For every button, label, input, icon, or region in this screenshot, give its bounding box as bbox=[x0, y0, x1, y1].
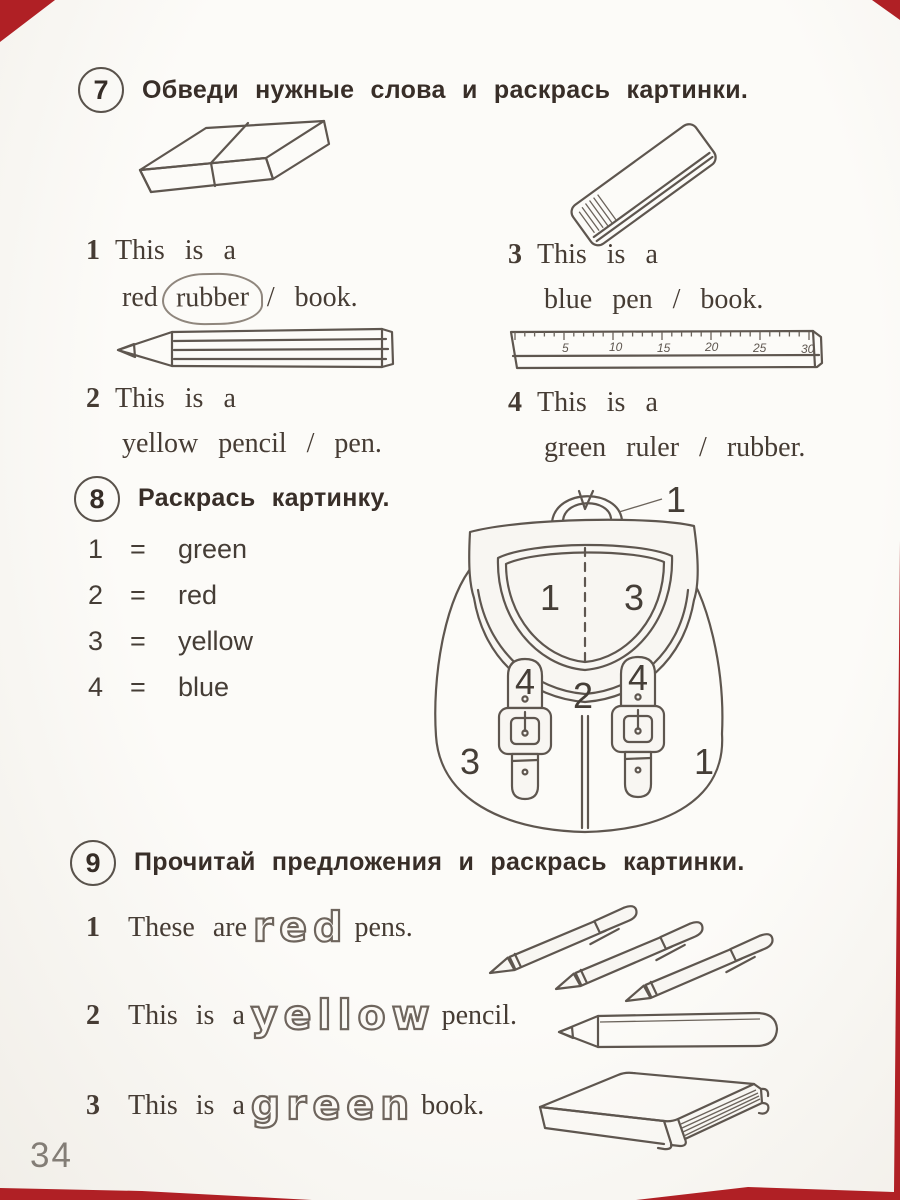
legend-number: 3 bbox=[88, 626, 104, 656]
legend-row-1: 1 = green bbox=[88, 534, 253, 565]
backpack-handle-label: 1 bbox=[666, 479, 686, 520]
item-1-pre: red bbox=[122, 282, 158, 314]
backpack-body-right-number: 1 bbox=[694, 741, 714, 782]
exercise8-title: Раскрась картинку. bbox=[138, 484, 390, 512]
ruler-number: 20 bbox=[704, 340, 719, 354]
exercise9-title: Прочитай предложения и раскрась картинки… bbox=[134, 848, 745, 876]
item-3-number: 3 bbox=[508, 239, 522, 270]
exercise7-number-badge: 7 bbox=[78, 67, 124, 113]
page-number: 34 bbox=[30, 1136, 73, 1175]
legend-row-3: 3 = yellow bbox=[88, 626, 253, 657]
sentence-2-after: pencil. bbox=[441, 1000, 517, 1031]
exercise7-number: 7 bbox=[93, 74, 109, 105]
equals-sign: = bbox=[130, 626, 146, 656]
ruler-number: 15 bbox=[657, 341, 671, 355]
item-3-line2: blue pen / book. bbox=[544, 284, 764, 316]
item-2-number: 2 bbox=[86, 383, 100, 414]
item-2-line1: This is a bbox=[115, 383, 236, 414]
legend-color: blue bbox=[178, 672, 230, 702]
legend-number: 1 bbox=[88, 534, 104, 564]
legend-color: red bbox=[178, 580, 218, 610]
pencil-drawing-ex9 bbox=[557, 1011, 779, 1049]
sentence-1-before: These are bbox=[128, 912, 248, 943]
legend-color: yellow bbox=[178, 626, 254, 656]
exercise7-title: Обведи нужные слова и раскрась картинки. bbox=[142, 76, 749, 104]
item-2: 2 This is a yellow pencil / pen. bbox=[86, 376, 382, 467]
bubble-word-red: red bbox=[252, 903, 349, 951]
legend-row-4: 4 = blue bbox=[88, 672, 253, 703]
exercise9-number-badge: 9 bbox=[70, 840, 116, 886]
bubble-word-green: green bbox=[250, 1081, 416, 1129]
backpack-flap-right-number: 3 bbox=[624, 577, 644, 618]
backpack-strap-left bbox=[497, 657, 553, 801]
ruler-number: 25 bbox=[752, 341, 767, 355]
item-1-number: 1 bbox=[86, 235, 100, 266]
item-1-post: / book. bbox=[266, 282, 358, 314]
pens-drawing bbox=[488, 905, 774, 1003]
sentence-2-before: This is a bbox=[128, 1000, 245, 1031]
item-2-line2: yellow pencil / pen. bbox=[122, 428, 382, 460]
item-4-number: 4 bbox=[508, 387, 522, 418]
exercise8-number: 8 bbox=[89, 483, 105, 514]
ruler-number: 5 bbox=[562, 341, 569, 355]
item-4: 4 This is a green ruler / rubber. bbox=[508, 380, 805, 471]
bubble-word-yellow: yellow bbox=[250, 991, 436, 1039]
book-drawing-ex9 bbox=[538, 1071, 770, 1151]
equals-sign: = bbox=[130, 580, 146, 610]
legend-number: 2 bbox=[88, 580, 104, 610]
sentence-3-number: 3 bbox=[86, 1090, 100, 1121]
sentence-2-number: 2 bbox=[86, 1000, 100, 1031]
item-1-line1: This is a bbox=[115, 235, 236, 266]
backpack-strap-left-number: 4 bbox=[515, 661, 535, 702]
book-drawing-ex7 bbox=[570, 123, 717, 247]
exercise8-number-badge: 8 bbox=[74, 476, 120, 522]
equals-sign: = bbox=[130, 672, 146, 702]
equals-sign: = bbox=[130, 534, 146, 564]
item-3: 3 This is a blue pen / book. bbox=[508, 232, 763, 323]
exercise9-number: 9 bbox=[85, 847, 101, 878]
sentence-1-number: 1 bbox=[86, 912, 100, 943]
backpack-drawing: 1 1 3 bbox=[434, 479, 724, 834]
backpack-flap-left-number: 1 bbox=[540, 577, 560, 618]
item-4-line1: This is a bbox=[537, 387, 658, 418]
color-legend: 1 = green 2 = red 3 = yellow 4 = blue bbox=[88, 534, 253, 718]
sentence-1-after: pens. bbox=[354, 912, 413, 943]
ruler-number: 10 bbox=[609, 340, 623, 354]
sentence-3-after: book. bbox=[421, 1090, 485, 1121]
ruler-drawing: 5 10 15 20 25 30 bbox=[509, 329, 824, 370]
sentence-3-before: This is a bbox=[128, 1090, 245, 1121]
item-4-line2: green ruler / rubber. bbox=[544, 432, 806, 464]
pencil-drawing-ex7 bbox=[116, 327, 395, 369]
circled-word: rubber bbox=[161, 272, 264, 327]
eraser-drawing bbox=[138, 119, 331, 194]
legend-row-2: 2 = red bbox=[88, 580, 253, 611]
legend-color: green bbox=[178, 534, 248, 564]
item-3-line1: This is a bbox=[537, 239, 658, 270]
backpack-strap-right-number: 4 bbox=[628, 657, 648, 698]
ruler-number: 30 bbox=[801, 342, 815, 356]
backpack-strap-right bbox=[610, 655, 666, 799]
legend-number: 4 bbox=[88, 672, 104, 702]
backpack-center-number: 2 bbox=[573, 675, 593, 716]
backpack-body-left-number: 3 bbox=[460, 741, 480, 782]
